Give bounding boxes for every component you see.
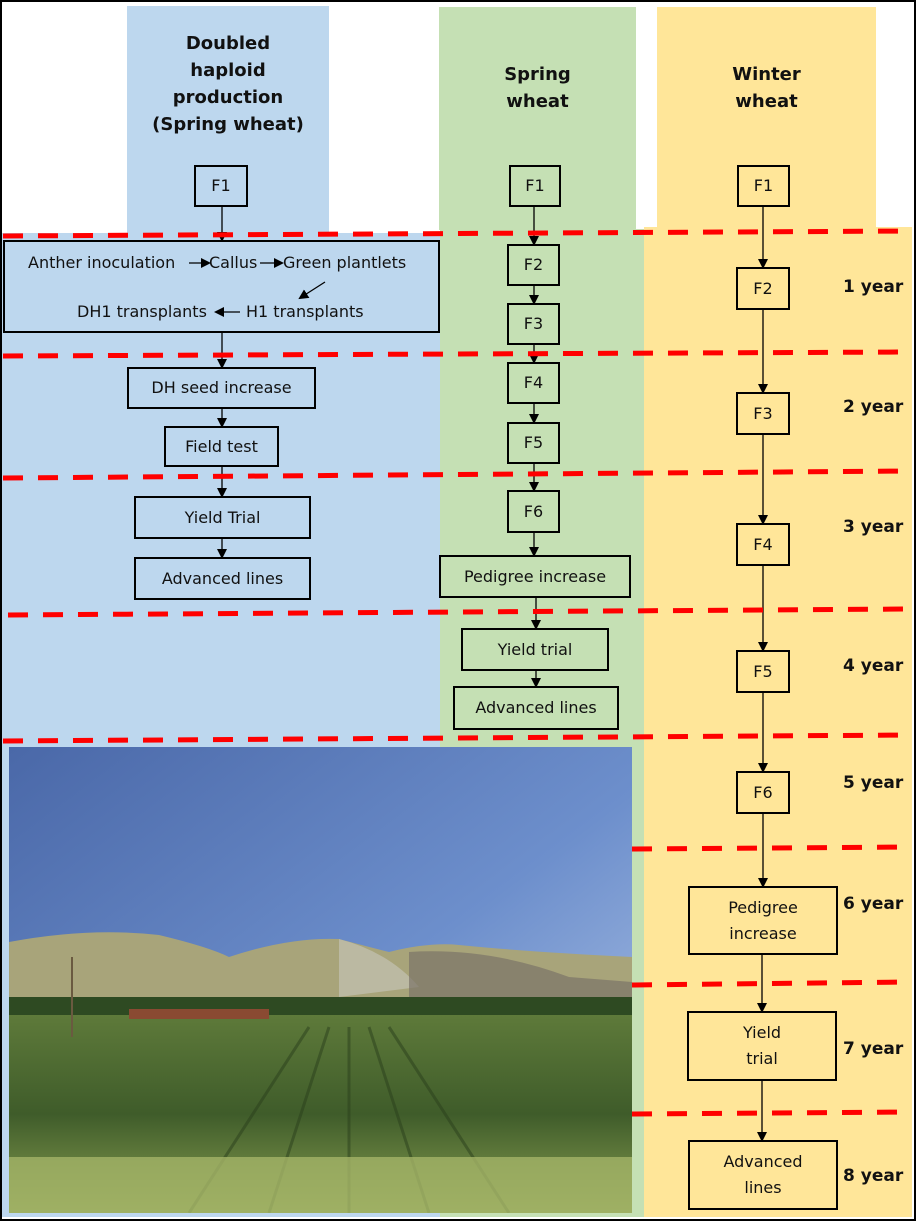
winter-f1-box: F1 [737, 165, 790, 207]
year-separator [631, 844, 913, 852]
dh-f1-box: F1 [194, 165, 248, 207]
year-label-2: 2 year [843, 397, 904, 417]
year-separator [2, 228, 913, 239]
year-label-7: 7 year [843, 1039, 904, 1059]
year-label-3: 3 year [843, 517, 904, 537]
spring-column-header-bg [439, 7, 636, 230]
dh1-transplants-label: DH1 transplants [77, 302, 207, 321]
year-separator [631, 1109, 913, 1117]
anther-inoculation-label: Anther inoculation [28, 253, 176, 272]
dh-seed-increase-box: DH seed increase [127, 367, 316, 409]
year-label-1: 1 year [843, 277, 904, 297]
h1-transplants-label: H1 transplants [246, 302, 364, 321]
year-separator [2, 468, 913, 481]
year-separator [2, 349, 913, 359]
year-separator [631, 979, 913, 988]
year-label-8: 8 year [843, 1166, 904, 1186]
green-plantlets-label: Green plantlets [283, 253, 407, 272]
year-label-5: 5 year [843, 773, 904, 793]
callus-label: Callus [209, 253, 258, 272]
winter-column-header-bg [657, 7, 876, 227]
dh-column-title: Doubled haploid production (Spring wheat… [152, 33, 304, 135]
year-separator [7, 606, 913, 618]
year-separator [2, 732, 913, 744]
winter-column-title: Winter wheat [732, 64, 801, 112]
year-label-6: 6 year [843, 894, 904, 914]
dh-column-header-bg [127, 6, 329, 235]
spring-pedigree-increase-box: Pedigree increase [439, 555, 631, 598]
flow-arrow [298, 281, 326, 300]
spring-column-title: Spring wheat [504, 64, 571, 112]
wheat-field-photo [9, 747, 632, 1213]
spring-f1-box: F1 [509, 165, 561, 207]
year-label-4: 4 year [843, 656, 904, 676]
